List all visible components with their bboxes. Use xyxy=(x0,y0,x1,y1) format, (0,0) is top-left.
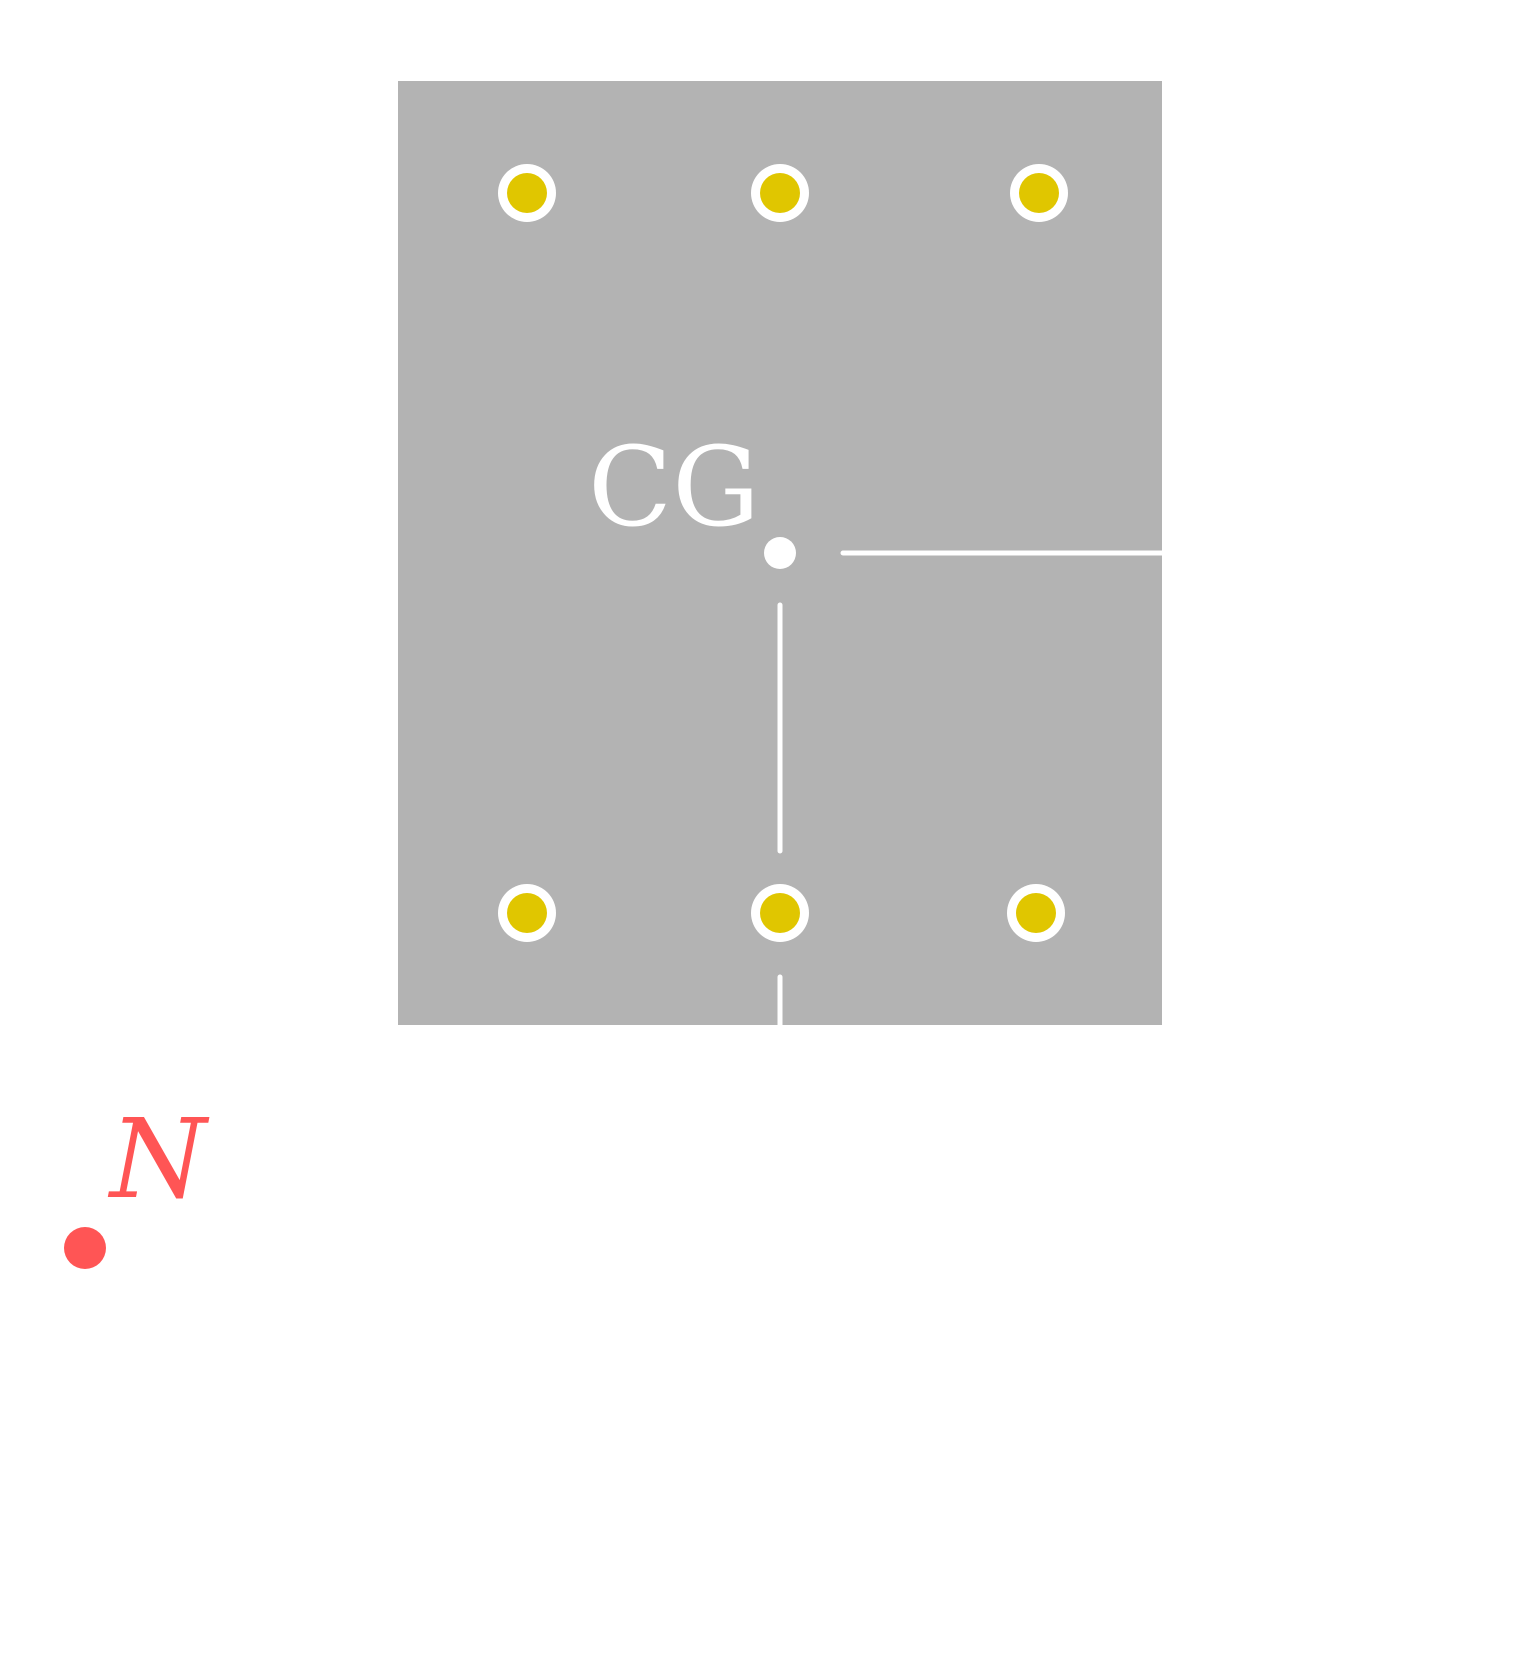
cg-label: CG xyxy=(588,423,760,551)
bolt-top-left xyxy=(498,164,556,222)
bolt-top-center xyxy=(751,164,809,222)
bolt-top-right xyxy=(1010,164,1068,222)
bolt-bottom-left xyxy=(498,884,556,942)
bolt-bottom-center xyxy=(751,884,809,942)
cg-point xyxy=(764,537,796,569)
point-n-label: N xyxy=(107,1095,210,1223)
bolt-bottom-right xyxy=(1007,884,1065,942)
bolt-group xyxy=(498,164,1068,942)
point-n xyxy=(64,1227,106,1269)
